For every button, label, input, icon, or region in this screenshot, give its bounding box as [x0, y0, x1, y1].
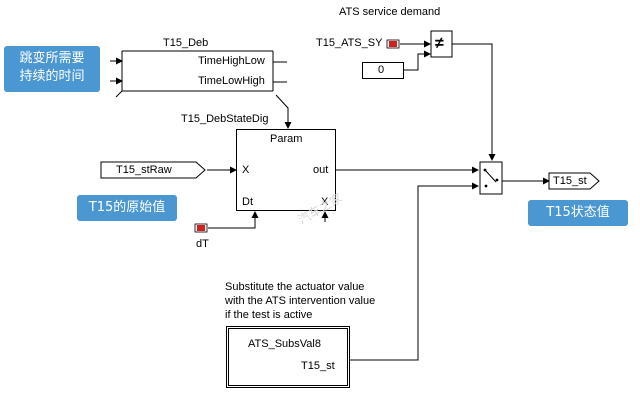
param-label: Param: [270, 133, 303, 145]
state-dig-block[interactable]: [236, 129, 336, 211]
substitute-note-line-3: if the test is active: [225, 309, 313, 321]
const-zero-box[interactable]: [362, 62, 404, 79]
callout-raw-value: T15的原始值: [77, 195, 177, 221]
const-zero-label: 0: [378, 64, 385, 76]
in-dt-label: Dt: [242, 196, 253, 208]
output-port-shape: [548, 172, 600, 190]
raw-input-label: T15_stRaw: [116, 164, 172, 176]
subs-block-port: T15_st: [301, 360, 335, 372]
wire-dt: [208, 211, 259, 229]
ats-sy-icon: [386, 39, 400, 49]
callout-state-value: T15状态值: [528, 200, 628, 226]
wire-deb-param: [275, 94, 292, 129]
out-x-label: X: [321, 196, 329, 208]
not-equal-block[interactable]: [430, 30, 453, 58]
output-label: T15_st: [553, 175, 587, 187]
in-x-label: X: [242, 164, 250, 176]
ats-demand-label: ATS service demand: [339, 6, 441, 18]
out-label: out: [313, 164, 329, 176]
port-time-high-low: TimeHighLow: [198, 55, 265, 67]
wire-ne-switch: [452, 43, 496, 161]
ats-sy-label: T15_ATS_SY: [316, 37, 383, 49]
substitute-note-line-1: Substitute the actuator value: [225, 281, 365, 293]
port-time-low-high: TimeLowHigh: [198, 75, 265, 87]
raw-input-shape: [100, 161, 206, 179]
substitute-note-line-2: with the ATS intervention value: [225, 295, 376, 307]
subs-block-title: ATS_SubsVal8: [248, 338, 321, 350]
dt-input-label: dT: [196, 238, 209, 250]
switch-block[interactable]: [479, 161, 503, 195]
callout-debounce-time: 跳变所需要 持续的时间: [4, 46, 100, 92]
wire-subs-switch: [350, 182, 479, 361]
dt-icon: [194, 223, 208, 233]
state-dig-title: T15_DebStateDig: [181, 113, 269, 125]
deb-block-frame: [110, 50, 287, 98]
not-equal-symbol: ≠: [435, 35, 444, 52]
subs-block[interactable]: [226, 326, 350, 388]
wire-zero-ne: [404, 50, 431, 71]
deb-block-title: T15_Deb: [163, 37, 209, 49]
